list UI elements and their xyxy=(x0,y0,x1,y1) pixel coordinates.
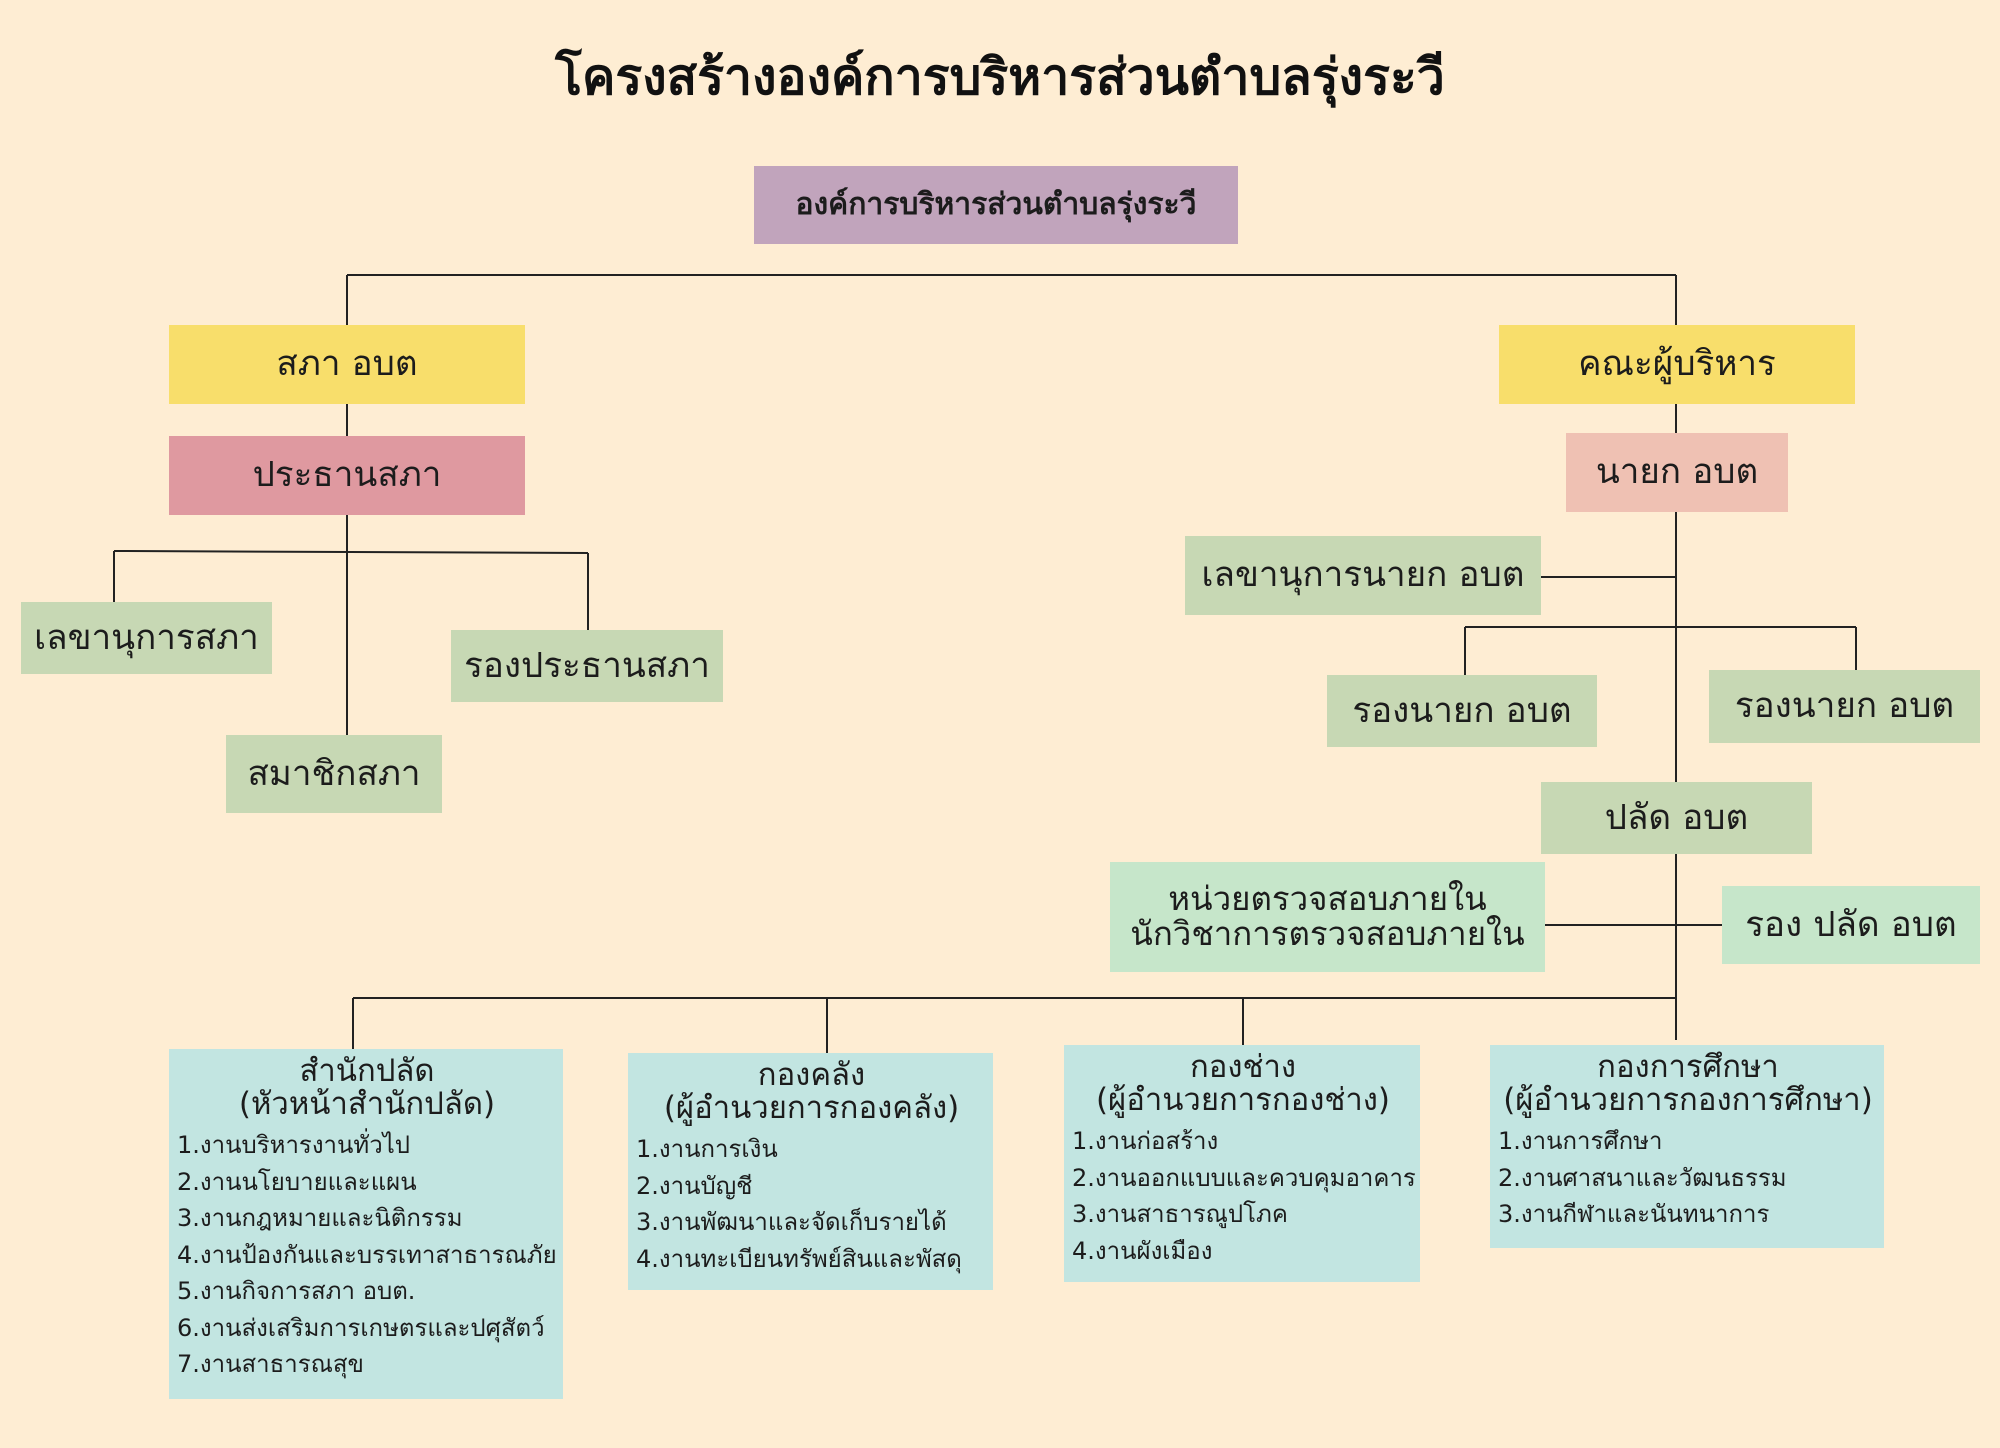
mayor-box: นายก อบต xyxy=(1566,433,1788,512)
department-name: กองการศึกษา xyxy=(1597,1049,1779,1085)
council-label: สภา อบต xyxy=(276,344,418,385)
council-secretary-label: เลขานุการสภา xyxy=(34,617,259,658)
list-item: 2.งานบัญชี xyxy=(636,1171,753,1200)
list-item: 3.งานพัฒนาและจัดเก็บรายได้ xyxy=(636,1208,947,1237)
list-item: 4.งานทะเบียนทรัพย์สินและพัสดุ xyxy=(636,1244,962,1273)
list-item: 6.งานส่งเสริมการเกษตรและปศุสัตว์ xyxy=(177,1313,545,1342)
department-head: (ผู้อำนวยการกองช่าง) xyxy=(1095,1082,1391,1119)
list-item: 1.งานก่อสร้าง xyxy=(1072,1127,1219,1156)
list-item: 5.งานกิจการสภา อบต. xyxy=(177,1277,416,1306)
deputy-chief-admin-box: รอง ปลัด อบต xyxy=(1722,886,1980,964)
root-org-label: องค์การบริหารส่วนตำบลรุ่งระวี xyxy=(795,186,1197,222)
department-box-engineering: กองช่าง (ผู้อำนวยการกองช่าง) 1.งานก่อสร้… xyxy=(1064,1045,1420,1282)
department-head: (หัวหน้าสำนักปลัด) xyxy=(238,1086,496,1123)
department-box-finance: กองคลัง (ผู้อำนวยการกองคลัง) 1.งานการเงิ… xyxy=(628,1053,993,1290)
council-chair-label: ประธานสภา xyxy=(252,455,442,496)
deputy-chief-admin-label: รอง ปลัด อบต xyxy=(1745,904,1957,945)
mayor-secretary-label: เลขานุการนายก อบต xyxy=(1201,555,1525,596)
department-task-list: 1.งานบริหารงานทั่วไป 2.งานนโยบายและแผน 3… xyxy=(177,1127,557,1383)
list-item: 7.งานสาธารณสุข xyxy=(177,1350,364,1379)
list-item: 1.งานบริหารงานทั่วไป xyxy=(177,1131,411,1160)
department-task-list: 1.งานการเงิน 2.งานบัญชี 3.งานพัฒนาและจัด… xyxy=(636,1131,987,1277)
council-secretary-box: เลขานุการสภา xyxy=(21,602,272,674)
council-members-box: สมาชิกสภา xyxy=(226,735,442,813)
deputy-mayor-box-2: รองนายก อบต xyxy=(1709,670,1980,743)
chief-admin-box: ปลัด อบต xyxy=(1541,782,1812,854)
executive-board-box: คณะผู้บริหาร xyxy=(1499,325,1855,404)
department-box-education: กองการศึกษา (ผู้อำนวยการกองการศึกษา) 1.ง… xyxy=(1490,1045,1884,1248)
council-chair-box: ประธานสภา xyxy=(169,436,525,515)
council-members-label: สมาชิกสภา xyxy=(247,753,421,794)
internal-audit-line1: หน่วยตรวจสอบภายใน xyxy=(1168,879,1487,919)
internal-audit-box: หน่วยตรวจสอบภายใน นักวิชาการตรวจสอบภายใน xyxy=(1110,862,1545,972)
internal-audit-line2: นักวิชาการตรวจสอบภายใน xyxy=(1130,914,1525,953)
deputy-mayor-box-1: รองนายก อบต xyxy=(1327,675,1597,747)
deputy-mayor-label-2: รองนายก อบต xyxy=(1734,686,1955,727)
department-name: สำนักปลัด xyxy=(299,1053,435,1089)
mayor-label: นายก อบต xyxy=(1595,452,1759,493)
department-box-office: สำนักปลัด (หัวหน้าสำนักปลัด) 1.งานบริหาร… xyxy=(169,1049,563,1399)
list-item: 3.งานกฎหมายและนิติกรรม xyxy=(177,1204,463,1233)
deputy-mayor-label-1: รองนายก อบต xyxy=(1352,690,1572,731)
department-task-list: 1.งานก่อสร้าง 2.งานออกแบบและควบคุมอาคาร … xyxy=(1072,1123,1416,1269)
list-item: 2.งานศาสนาและวัฒนธรรม xyxy=(1498,1163,1787,1192)
list-item: 1.งานการศึกษา xyxy=(1498,1127,1663,1156)
page-title: โครงสร้างองค์การบริหารส่วนตำบลรุ่งระวี xyxy=(555,48,1445,106)
list-item: 3.งานกีฬาและนันทนาการ xyxy=(1498,1200,1770,1229)
root-org-box: องค์การบริหารส่วนตำบลรุ่งระวี xyxy=(754,166,1238,244)
mayor-secretary-box: เลขานุการนายก อบต xyxy=(1185,536,1541,615)
department-head: (ผู้อำนวยการกองคลัง) xyxy=(663,1090,960,1127)
department-name: กองคลัง xyxy=(757,1057,866,1093)
council-box: สภา อบต xyxy=(169,325,525,404)
list-item: 2.งานออกแบบและควบคุมอาคาร xyxy=(1072,1163,1416,1192)
council-vice-chair-box: รองประธานสภา xyxy=(451,630,723,702)
list-item: 1.งานการเงิน xyxy=(636,1135,778,1164)
department-head: (ผู้อำนวยการกองการศึกษา) xyxy=(1503,1082,1873,1119)
list-item: 3.งานสาธารณูปโภค xyxy=(1072,1200,1288,1229)
list-item: 4.งานป้องกันและบรรเทาสาธารณภัย xyxy=(177,1240,557,1269)
executive-board-label: คณะผู้บริหาร xyxy=(1578,344,1776,385)
chief-admin-label: ปลัด อบต xyxy=(1604,797,1749,838)
connector xyxy=(113,550,589,554)
department-task-list: 1.งานการศึกษา 2.งานศาสนาและวัฒนธรรม 3.งา… xyxy=(1498,1123,1878,1233)
council-vice-chair-label: รองประธานสภา xyxy=(464,645,710,686)
list-item: 2.งานนโยบายและแผน xyxy=(177,1167,417,1196)
list-item: 4.งานผังเมือง xyxy=(1072,1236,1213,1265)
department-name: กองช่าง xyxy=(1189,1049,1297,1085)
